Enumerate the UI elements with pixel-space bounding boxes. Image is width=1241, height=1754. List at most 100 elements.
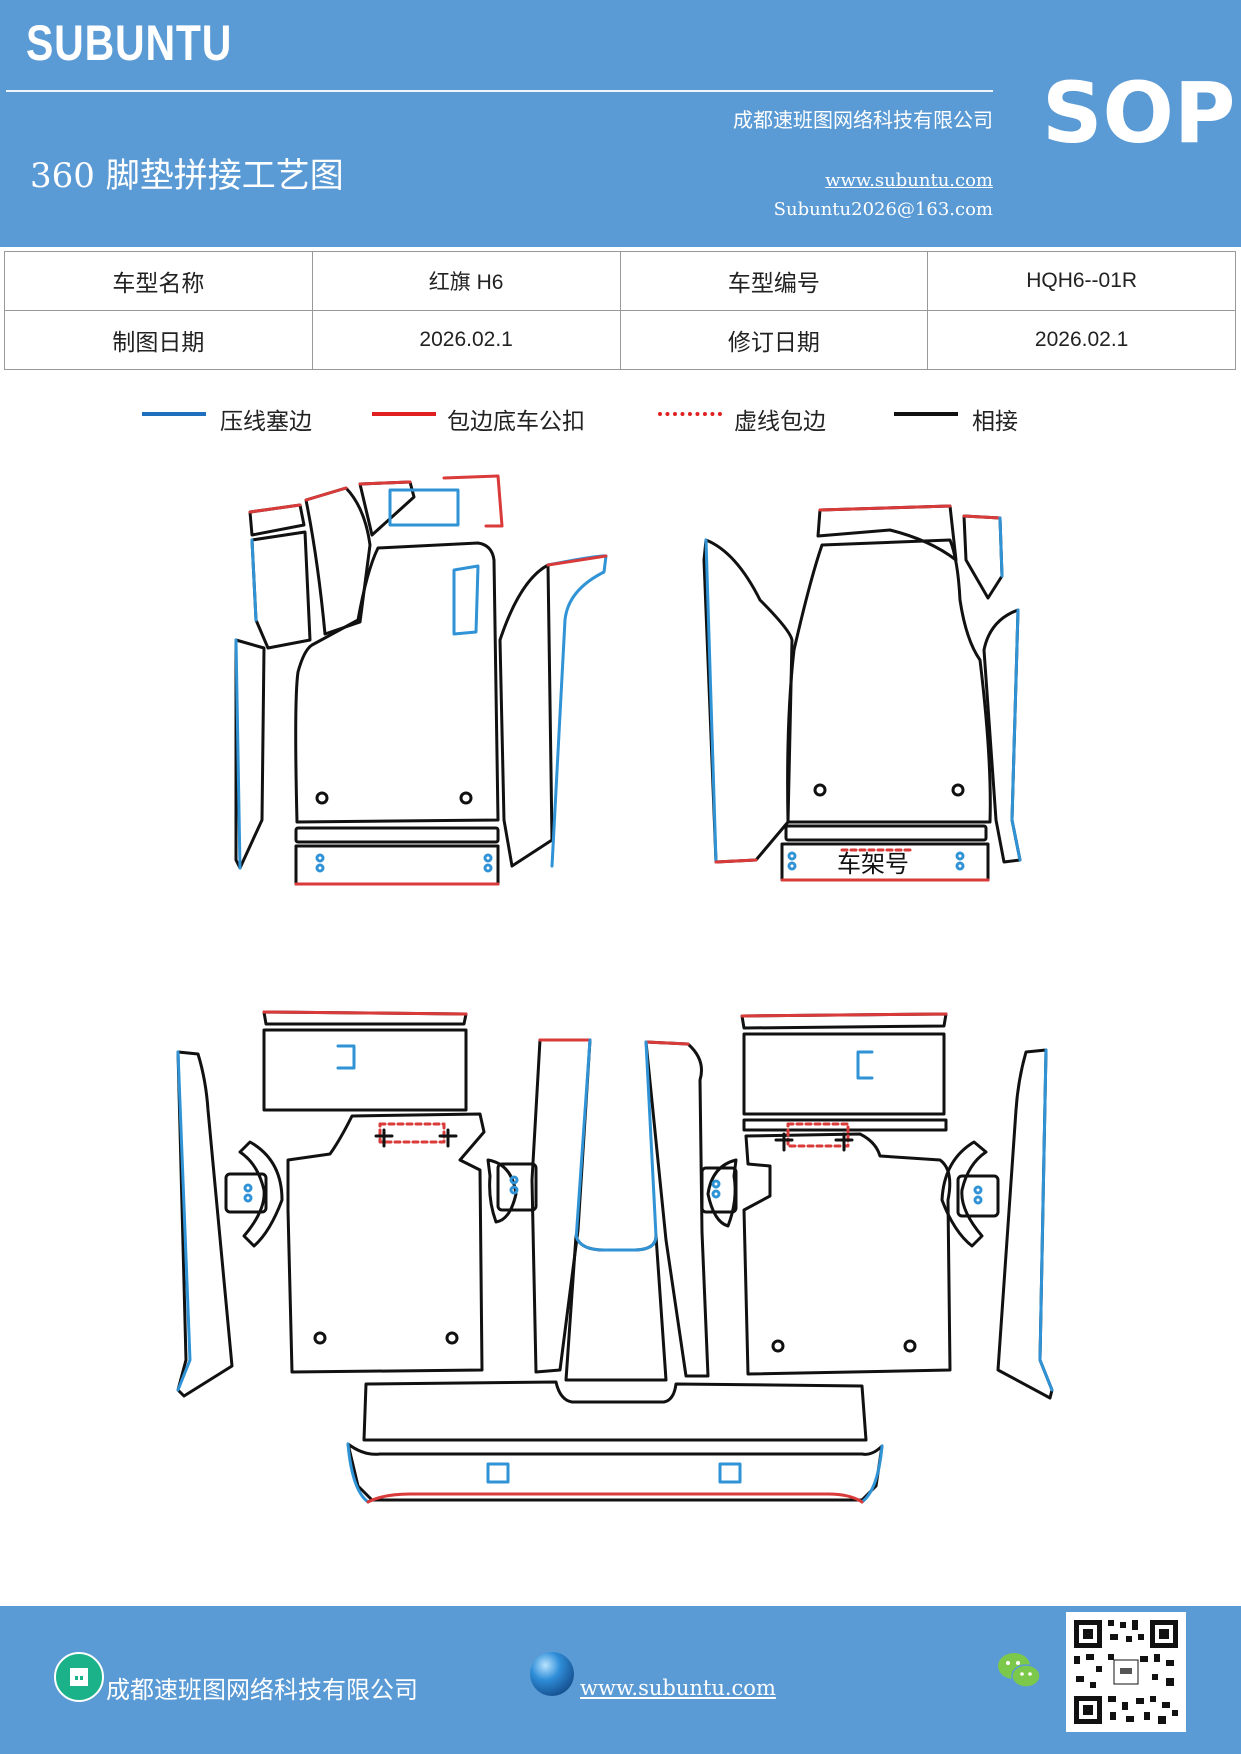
revise-date-label: 修订日期 bbox=[619, 310, 929, 370]
draw-date-label: 制图日期 bbox=[4, 310, 313, 370]
rear-right-small-pad bbox=[956, 1174, 1000, 1218]
legend-label: 虚线包边 bbox=[734, 409, 826, 435]
driver-heel-pad bbox=[294, 844, 500, 886]
info-table: 车型名称 红旗 H6 车型编号 HQH6--01R 制图日期 2026.02.1… bbox=[4, 251, 1236, 370]
rear-left-slot bbox=[336, 1044, 356, 1070]
model-name-value: 红旗 H6 bbox=[311, 251, 621, 311]
tunnel-left-blue bbox=[574, 1038, 592, 1242]
revise-date-value: 2026.02.1 bbox=[927, 310, 1236, 370]
tunnel-right-red bbox=[644, 1040, 690, 1046]
driver-right-strip bbox=[498, 563, 554, 868]
tunnel-right-strip bbox=[644, 1040, 710, 1378]
driver-side-slot bbox=[452, 564, 480, 636]
rear-right-hole bbox=[771, 1339, 785, 1353]
legend-swatch-red bbox=[372, 412, 436, 416]
legend-item-press-line: 压线塞边 bbox=[142, 400, 342, 440]
driver-right-strip-edge bbox=[546, 554, 608, 868]
info-row: 车型名称 红旗 H6 车型编号 HQH6--01R bbox=[4, 251, 1236, 311]
footer-website-link[interactable]: www.subuntu.com bbox=[580, 1676, 776, 1700]
rear-left-main-mat bbox=[286, 1112, 486, 1374]
driver-pillar-edge bbox=[304, 486, 348, 502]
rear-right-top-edge bbox=[740, 1012, 948, 1018]
rear-bottom-left-blue bbox=[346, 1442, 370, 1504]
driver-right-strip-red bbox=[546, 554, 608, 567]
rear-right-slot bbox=[856, 1050, 874, 1080]
rear-clip bbox=[711, 1179, 721, 1189]
legend-swatch-red-dashed bbox=[658, 412, 722, 416]
model-name-label: 车型名称 bbox=[4, 251, 313, 311]
frame-number-label: 车架号 bbox=[837, 850, 909, 878]
wechat-icon[interactable] bbox=[996, 1650, 1042, 1692]
passenger-main-mat bbox=[786, 538, 992, 824]
sop-badge: SOP bbox=[1042, 64, 1236, 162]
rear-bottom-slot bbox=[718, 1462, 742, 1484]
rear-bottom-right-blue bbox=[860, 1444, 884, 1504]
passenger-clip bbox=[787, 861, 797, 871]
info-row: 制图日期 2026.02.1 修订日期 2026.02.1 bbox=[4, 310, 1236, 370]
rear-left-top-edge bbox=[262, 1010, 468, 1016]
driver-hole bbox=[315, 791, 329, 805]
passenger-top-edge bbox=[818, 504, 952, 512]
passenger-left-strip-red bbox=[714, 858, 758, 864]
building-icon-glyph bbox=[70, 1668, 88, 1686]
legend-swatch-blue bbox=[142, 412, 206, 416]
rear-right-side-strip bbox=[996, 1048, 1054, 1400]
legend-swatch-black bbox=[894, 412, 958, 416]
rear-left-clip bbox=[243, 1193, 253, 1203]
qr-code-graphic bbox=[1074, 1620, 1178, 1724]
header-company-name: 成都速班图网络科技有限公司 bbox=[733, 108, 993, 132]
driver-main-mat bbox=[294, 541, 500, 824]
legend-label: 相接 bbox=[972, 409, 1018, 435]
passenger-clip bbox=[955, 851, 965, 861]
rear-right-mid-bar bbox=[742, 1118, 948, 1132]
tunnel-center-pad bbox=[564, 1234, 668, 1382]
rear-right-clip bbox=[973, 1195, 983, 1205]
driver-mat-group bbox=[234, 474, 608, 886]
legend-item-dashed-edge: 虚线包边 bbox=[658, 400, 858, 440]
rear-right-curve-pad bbox=[940, 1140, 988, 1248]
driver-clip bbox=[315, 863, 325, 873]
driver-upper-edge bbox=[248, 503, 302, 514]
driver-left-strip-edge bbox=[234, 638, 242, 870]
rear-right-hole bbox=[903, 1339, 917, 1353]
rear-right-clip bbox=[973, 1185, 983, 1195]
rear-left-dashed-box bbox=[378, 1122, 446, 1144]
driver-left-pad bbox=[250, 530, 312, 650]
qr-code bbox=[1066, 1612, 1186, 1732]
legend-label: 压线塞边 bbox=[220, 409, 312, 435]
rear-left-side-strip bbox=[176, 1050, 234, 1398]
rear-left-hole bbox=[445, 1331, 459, 1345]
passenger-bottom-bar bbox=[784, 824, 988, 842]
header-website-link[interactable]: www.subuntu.com bbox=[825, 170, 993, 191]
driver-top-strip-edge bbox=[358, 480, 412, 486]
header-email: Subuntu2026@163.com bbox=[773, 199, 993, 220]
footer-company-name: 成都速班图网络科技有限公司 bbox=[106, 1676, 418, 1704]
passenger-clip bbox=[955, 861, 965, 871]
brand-logo: SUBUNTU bbox=[26, 15, 233, 71]
rear-clip bbox=[711, 1189, 721, 1199]
rear-bench-pad bbox=[362, 1380, 868, 1442]
passenger-corner-blue bbox=[998, 516, 1004, 578]
passenger-hole bbox=[813, 783, 827, 797]
driver-bottom-bar bbox=[294, 826, 500, 844]
driver-top-red-edge bbox=[442, 474, 504, 528]
draw-date-value: 2026.02.1 bbox=[311, 310, 621, 370]
passenger-right-strip-edge bbox=[1010, 608, 1022, 862]
building-icon bbox=[54, 1652, 104, 1702]
legend-item-joint: 相接 bbox=[894, 400, 1054, 440]
passenger-top-panel bbox=[816, 504, 958, 562]
passenger-hole bbox=[951, 783, 965, 797]
globe-icon bbox=[530, 1652, 574, 1696]
rear-right-clip-marks bbox=[774, 1132, 854, 1152]
passenger-clip bbox=[787, 851, 797, 861]
header-divider bbox=[6, 90, 993, 92]
rear-left-hole bbox=[313, 1331, 327, 1345]
rear-clip bbox=[509, 1185, 519, 1195]
rear-bottom-slot bbox=[486, 1462, 510, 1484]
legend-label: 包边底车公扣 bbox=[447, 409, 585, 435]
driver-left-pad-edge bbox=[250, 538, 258, 622]
driver-left-strip bbox=[234, 638, 266, 870]
driver-clip bbox=[315, 853, 325, 863]
rear-bottom-red-edge bbox=[366, 1492, 864, 1504]
